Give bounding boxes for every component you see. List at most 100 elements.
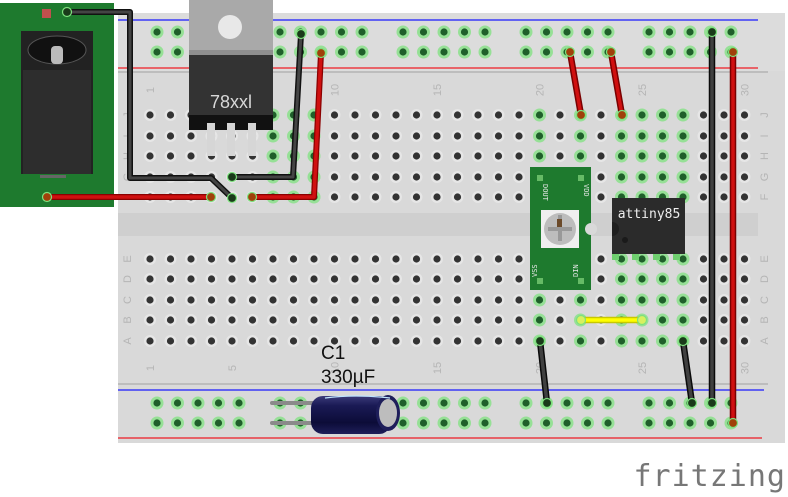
hole-E2[interactable] bbox=[166, 255, 175, 263]
hole-I29[interactable] bbox=[720, 132, 728, 140]
top-rail-hole-0-7[interactable] bbox=[317, 28, 325, 36]
hole-I26[interactable] bbox=[658, 132, 667, 140]
bottom-rail-hole-1-4[interactable] bbox=[235, 419, 243, 427]
hole-D1[interactable] bbox=[146, 275, 154, 283]
hole-A2[interactable] bbox=[166, 337, 175, 345]
hole-A14[interactable] bbox=[412, 337, 421, 345]
hole-H10[interactable] bbox=[330, 152, 339, 160]
wire-endpoint[interactable] bbox=[205, 191, 217, 203]
hole-G25[interactable] bbox=[638, 173, 646, 181]
top-rail-hole-0-10[interactable] bbox=[399, 28, 407, 36]
hole-I16[interactable] bbox=[453, 132, 462, 140]
top-rail-hole-0-17[interactable] bbox=[563, 28, 571, 36]
hole-D29[interactable] bbox=[720, 275, 728, 283]
top-rail-hole-0-24[interactable] bbox=[727, 28, 735, 36]
hole-C19[interactable] bbox=[515, 296, 523, 304]
top-rail-hole-1-21[interactable] bbox=[665, 48, 674, 56]
hole-C1[interactable] bbox=[146, 296, 154, 304]
bottom-rail-hole-1-23[interactable] bbox=[706, 419, 715, 427]
hole-B29[interactable] bbox=[720, 316, 728, 324]
hole-H15[interactable] bbox=[433, 152, 441, 160]
hole-E1[interactable] bbox=[146, 255, 154, 263]
hole-C16[interactable] bbox=[453, 296, 462, 304]
hole-D30[interactable] bbox=[740, 275, 749, 283]
hole-J1[interactable] bbox=[146, 111, 154, 119]
hole-A3[interactable] bbox=[187, 337, 195, 345]
bottom-rail-hole-0-18[interactable] bbox=[583, 399, 592, 407]
top-rail-hole-0-14[interactable] bbox=[481, 28, 489, 36]
hole-E5[interactable] bbox=[228, 255, 236, 263]
hole-A10[interactable] bbox=[330, 337, 339, 345]
hole-I2[interactable] bbox=[166, 132, 175, 140]
hole-E3[interactable] bbox=[187, 255, 195, 263]
hole-A24[interactable] bbox=[617, 337, 626, 345]
bottom-rail-hole-0-19[interactable] bbox=[604, 399, 612, 407]
hole-J26[interactable] bbox=[658, 111, 667, 119]
hole-H13[interactable] bbox=[392, 152, 400, 160]
top-rail-hole-0-15[interactable] bbox=[522, 28, 530, 36]
hole-B9[interactable] bbox=[310, 316, 318, 324]
hole-A13[interactable] bbox=[392, 337, 400, 345]
bottom-rail-hole-1-11[interactable] bbox=[419, 419, 428, 427]
hole-I11[interactable] bbox=[351, 132, 359, 140]
hole-J18[interactable] bbox=[494, 111, 503, 119]
top-rail-hole-0-16[interactable] bbox=[542, 28, 551, 36]
hole-B16[interactable] bbox=[453, 316, 462, 324]
rgb-led-module[interactable]: DOUT VDD VSS DIN bbox=[530, 167, 597, 290]
hole-E25[interactable] bbox=[638, 255, 646, 263]
hole-J14[interactable] bbox=[412, 111, 421, 119]
hole-C7[interactable] bbox=[269, 296, 277, 304]
hole-C28[interactable] bbox=[699, 296, 708, 304]
hole-J16[interactable] bbox=[453, 111, 462, 119]
top-rail-hole-0-1[interactable] bbox=[173, 28, 182, 36]
hole-E10[interactable] bbox=[330, 255, 339, 263]
hole-D7[interactable] bbox=[269, 275, 277, 283]
top-rail-hole-1-5[interactable] bbox=[276, 48, 284, 56]
hole-C21[interactable] bbox=[556, 296, 564, 304]
hole-C27[interactable] bbox=[679, 296, 687, 304]
bottom-rail-hole-1-18[interactable] bbox=[583, 419, 592, 427]
bottom-rail-hole-0-4[interactable] bbox=[235, 399, 243, 407]
wire-yellow-col22-col25-end-0[interactable] bbox=[575, 314, 587, 326]
hole-D24[interactable] bbox=[617, 275, 626, 283]
hole-J12[interactable] bbox=[371, 111, 380, 119]
hole-A25[interactable] bbox=[638, 337, 646, 345]
hole-G11[interactable] bbox=[351, 173, 359, 181]
hole-I13[interactable] bbox=[392, 132, 400, 140]
wire-red-rail-to-rail-end-0[interactable] bbox=[727, 46, 739, 58]
hole-H19[interactable] bbox=[515, 152, 523, 160]
hole-B17[interactable] bbox=[474, 316, 482, 324]
hole-J10[interactable] bbox=[330, 111, 339, 119]
hole-E12[interactable] bbox=[371, 255, 380, 263]
bottom-rail-hole-1-20[interactable] bbox=[645, 419, 653, 427]
hole-F11[interactable] bbox=[351, 193, 359, 201]
hole-I22[interactable] bbox=[576, 132, 585, 140]
bottom-rail-hole-0-15[interactable] bbox=[522, 399, 530, 407]
hole-G10[interactable] bbox=[330, 173, 339, 181]
hole-I21[interactable] bbox=[556, 132, 564, 140]
hole-I7[interactable] bbox=[269, 132, 277, 140]
bottom-rail-hole-1-1[interactable] bbox=[173, 419, 182, 427]
hole-G13[interactable] bbox=[392, 173, 400, 181]
hole-I10[interactable] bbox=[330, 132, 339, 140]
bottom-rail-hole-1-13[interactable] bbox=[460, 419, 469, 427]
bottom-rail-hole-0-2[interactable] bbox=[194, 399, 202, 407]
top-rail-hole-1-0[interactable] bbox=[153, 48, 161, 56]
hole-C2[interactable] bbox=[166, 296, 175, 304]
hole-B15[interactable] bbox=[433, 316, 441, 324]
hole-C25[interactable] bbox=[638, 296, 646, 304]
bottom-rail-hole-0-17[interactable] bbox=[563, 399, 571, 407]
hole-B7[interactable] bbox=[269, 316, 277, 324]
dc-jack[interactable] bbox=[0, 3, 114, 207]
hole-E4[interactable] bbox=[207, 255, 216, 263]
hole-A22[interactable] bbox=[576, 337, 585, 345]
hole-D15[interactable] bbox=[433, 275, 441, 283]
top-rail-hole-1-12[interactable] bbox=[440, 48, 448, 56]
wire-black-col27-gnd-end-0[interactable] bbox=[677, 335, 689, 347]
hole-C26[interactable] bbox=[658, 296, 667, 304]
bottom-rail-hole-0-1[interactable] bbox=[173, 399, 182, 407]
hole-A18[interactable] bbox=[494, 337, 503, 345]
hole-B5[interactable] bbox=[228, 316, 236, 324]
hole-H12[interactable] bbox=[371, 152, 380, 160]
bottom-rail-hole-0-11[interactable] bbox=[419, 399, 428, 407]
